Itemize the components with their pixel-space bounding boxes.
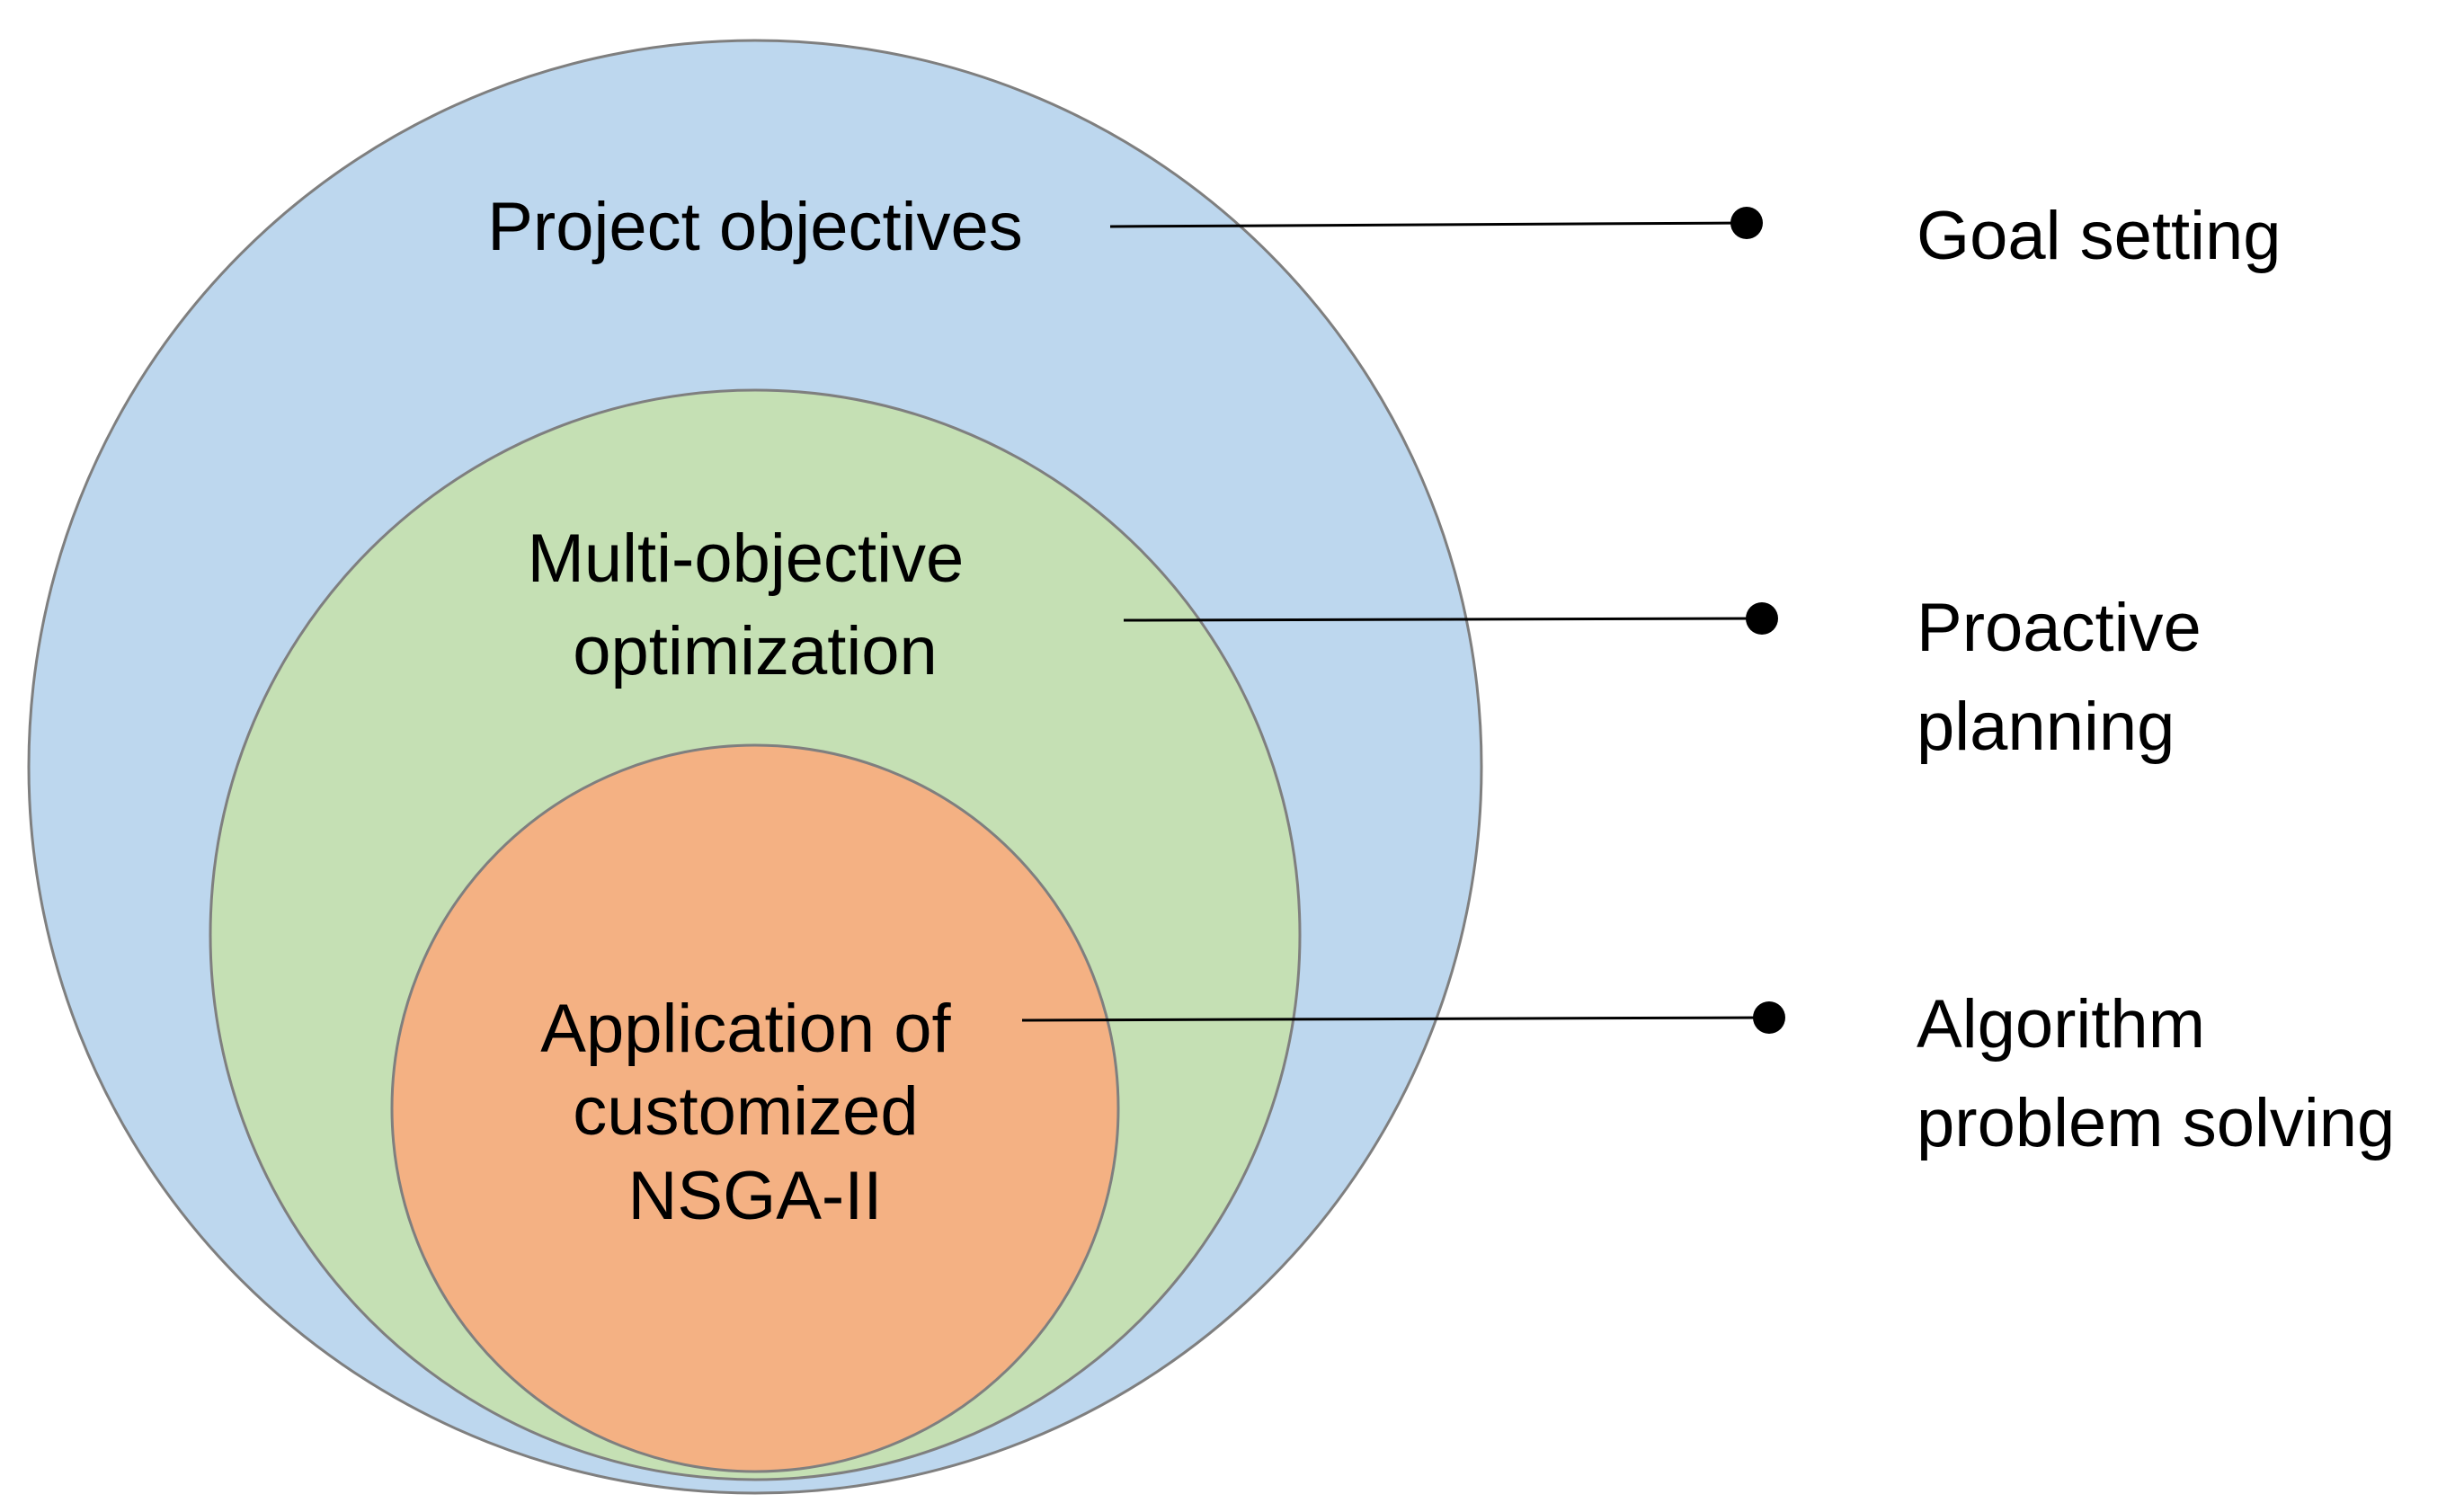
stage-label-goal-setting-line-1: Goal setting — [1917, 198, 2282, 274]
stage-label-goal-setting: Goal setting — [1917, 198, 2282, 274]
middle-circle-label-line-2: optimization — [573, 613, 938, 689]
connector-dot-algorithm-problem-solving — [1753, 1001, 1785, 1034]
inner-circle-label: Application of customized NSGA-II — [540, 991, 969, 1234]
outer-circle-label: Project objectives — [487, 189, 1023, 265]
stage-label-algorithm-problem-solving: Algorithm problem solving — [1917, 986, 2395, 1161]
connector-dot-goal-setting — [1730, 207, 1763, 239]
stage-label-proactive-planning: Proactive planning — [1917, 590, 2220, 765]
connector-dot-proactive-planning — [1746, 602, 1778, 635]
connector-line-proactive-planning — [1123, 617, 1763, 622]
stage-label-algorithm-problem-solving-line-1: Algorithm — [1917, 986, 2205, 1063]
outer-circle-label-line-1: Project objectives — [487, 189, 1023, 265]
inner-circle-label-line-1: Application of — [540, 991, 951, 1067]
connector-line-goal-setting — [1109, 221, 1748, 228]
inner-circle-label-line-2: customized — [573, 1073, 918, 1150]
connector-line-algorithm-problem-solving — [1021, 1016, 1770, 1022]
stage-label-algorithm-problem-solving-line-2: problem solving — [1917, 1085, 2395, 1161]
middle-circle-label: Multi-objective optimization — [528, 520, 983, 689]
inner-circle-customized-nsga-ii — [390, 743, 1120, 1473]
stage-label-proactive-planning-line-1: Proactive — [1917, 590, 2202, 666]
middle-circle-label-line-1: Multi-objective — [528, 520, 965, 597]
stage-label-proactive-planning-line-2: planning — [1917, 689, 2175, 765]
inner-circle-label-line-3: NSGA-II — [628, 1158, 883, 1234]
